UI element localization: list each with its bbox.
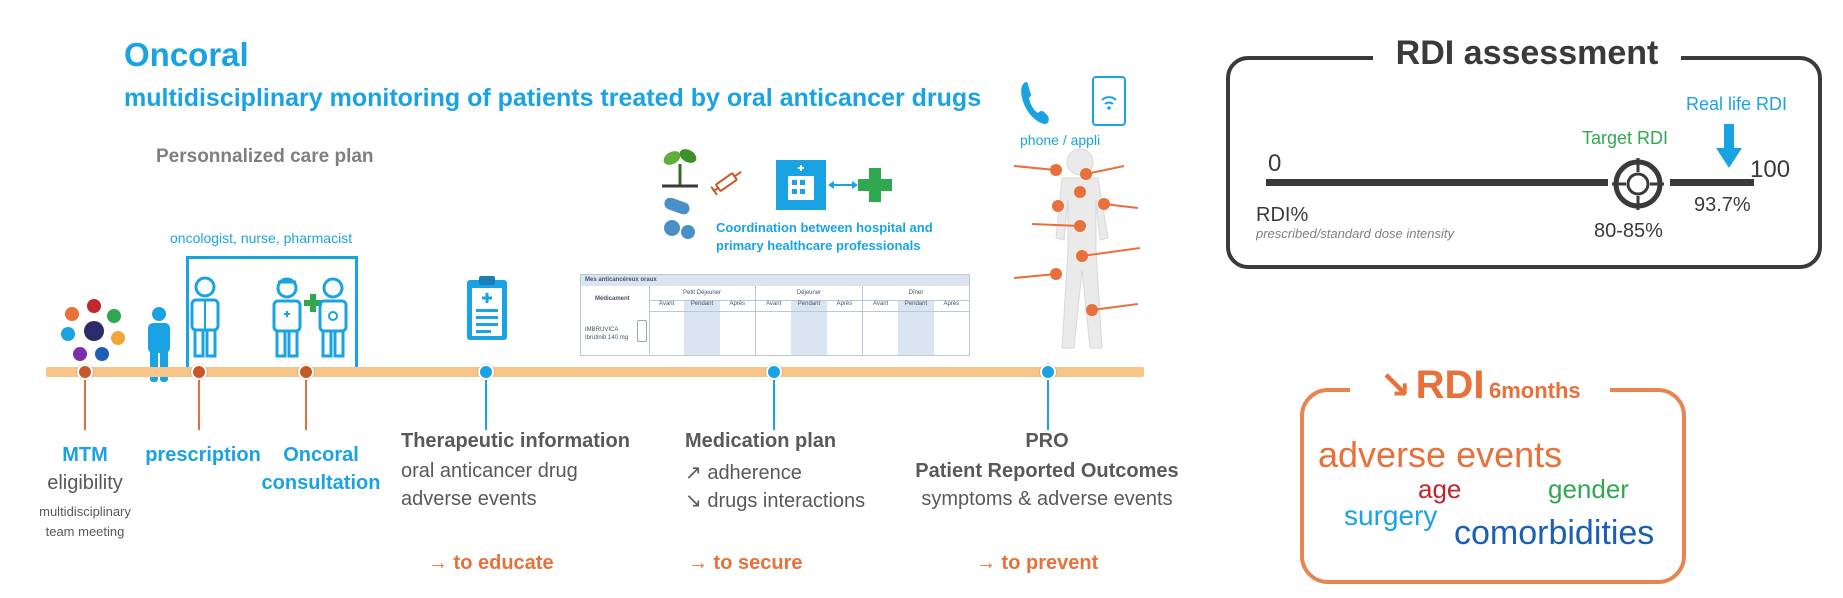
time-cell: Pendant: [684, 301, 720, 311]
time-cell: Avant: [659, 301, 675, 307]
stage-prescription-title: prescription: [145, 444, 261, 466]
coordination-label: Coordination between hospital and primar…: [716, 220, 933, 253]
time-cell: Avant: [873, 301, 889, 307]
stage-pro-title: PRO: [1025, 430, 1069, 452]
double-arrow-icon: [828, 181, 858, 189]
stage-pro-line1: symptoms & adverse events: [921, 488, 1173, 510]
med-table-title: Mes anticancéreux oraux: [581, 275, 969, 286]
rdi-assessment-title: RDI assessment: [1373, 34, 1681, 73]
target-rdi-label: Target RDI: [1582, 128, 1669, 148]
nurse-icon: [272, 277, 302, 358]
connector-pro: [1047, 380, 1049, 430]
rdi-6months-suffix: 6months: [1488, 378, 1581, 403]
timeline-bar: [46, 367, 1144, 377]
real-life-rdi-value: 93.7%: [1694, 194, 1751, 216]
care-plan-label: Personnalized care plan: [156, 146, 374, 167]
target-rdi-value: 80-85%: [1594, 220, 1663, 242]
timeline-dot-therapeutic: [478, 364, 494, 380]
goal-prevent: → to prevent: [976, 552, 1099, 574]
timeline-dot-medication: [766, 364, 782, 380]
stage-mtm-line3: team meeting: [45, 524, 125, 539]
stage-therapeutic-line1: oral anticancer drug: [401, 460, 578, 482]
factor-comorbidities: comorbidities: [1454, 514, 1655, 552]
time-cell: Pendant: [791, 301, 827, 311]
page-subtitle: multidisciplinary monitoring of patients…: [124, 84, 982, 112]
time-cell: Après: [720, 301, 756, 311]
meal-dinner: Dîner: [908, 290, 924, 296]
care-team-label: oncologist, nurse, pharmacist: [170, 230, 353, 246]
doctor-icon: [190, 276, 220, 358]
rdi-percent-label: RDI%: [1256, 204, 1309, 226]
rdi-6months-rdi: RDI: [1415, 363, 1485, 407]
time-cell: Pendant: [898, 301, 934, 311]
factor-surgery: surgery: [1344, 500, 1438, 531]
stage-consultation-line2: consultation: [261, 472, 381, 494]
tablet-icon: [1092, 76, 1126, 126]
phone-icon: [1021, 82, 1049, 125]
target-icon: [1612, 158, 1664, 210]
factor-age: age: [1418, 474, 1462, 504]
stage-mtm-title: MTM: [62, 444, 108, 466]
timeline-dot-pro: [1040, 364, 1056, 380]
connector-prescription: [198, 380, 200, 430]
pill-bottle-icon: [637, 320, 647, 342]
rdi-scale-min: 0: [1268, 150, 1282, 177]
stage-therapeutic-line2: adverse events: [401, 488, 537, 510]
stage-mtm-line2: multidisciplinary: [39, 504, 131, 519]
stage-medication-title: Medication plan: [685, 430, 837, 452]
stage-medication-line1: ↗ adherence: [685, 462, 802, 484]
rdi-description: prescribed/standard dose intensity: [1256, 226, 1455, 241]
connector-therapeutic: [485, 380, 487, 430]
stage-mtm-eligibility: eligibility: [47, 472, 123, 494]
rdi-scale-bar-left: [1266, 179, 1608, 186]
page-title: Oncoral: [124, 36, 249, 73]
rdi-scale-bar-right: [1670, 179, 1754, 186]
body-symptoms-icon: [1013, 148, 1141, 349]
phone-app-label: phone / appli: [1020, 132, 1101, 148]
goal-educate: → to educate: [428, 552, 554, 574]
real-life-rdi-label: Real life RDI: [1686, 94, 1788, 114]
goal-secure: → to secure: [688, 552, 803, 574]
stage-therapeutic-title: Therapeutic information: [401, 430, 630, 452]
time-cell: Après: [827, 301, 863, 311]
connector-mtm: [84, 380, 86, 430]
stage-consultation-line1: Oncoral: [283, 444, 359, 466]
medical-cross-icon: [858, 168, 892, 202]
med-drug: IMBRUVICA Ibrutinib 140 mg: [585, 327, 629, 341]
medication-table: Mes anticancéreux oraux Médicament IMBRU…: [580, 274, 970, 356]
clipboard-icon: [467, 276, 507, 340]
factor-adverse-events: adverse events: [1318, 434, 1563, 475]
syringe-icon: [710, 171, 742, 196]
factor-gender: gender: [1548, 474, 1629, 504]
rdi-decrease-arrow: ↘: [1379, 365, 1412, 407]
team-circle-icon: [61, 299, 125, 361]
rdi-6months-title: ↘ RDI 6months: [1350, 363, 1610, 408]
plant-icon: [662, 149, 698, 188]
stage-medication-line2: ↘ drugs interactions: [685, 490, 866, 512]
down-arrow-icon: [1716, 124, 1742, 168]
timeline-dot-mtm: [77, 364, 93, 380]
connector-consultation: [305, 380, 307, 430]
connector-medication: [773, 380, 775, 430]
med-header: Médicament: [595, 296, 630, 302]
pharmacist-icon: [318, 277, 348, 358]
timeline-dot-consultation: [298, 364, 314, 380]
hospital-icon: [776, 160, 826, 210]
time-cell: Avant: [766, 301, 782, 307]
meal-breakfast: Petit Déjeuner: [649, 286, 756, 300]
rdi-scale-max: 100: [1750, 156, 1791, 183]
stage-pro-subtitle: Patient Reported Outcomes: [915, 460, 1179, 482]
meal-lunch: Déjeuner: [756, 286, 863, 300]
time-cell: Après: [943, 301, 960, 307]
pharmacy-cross-icon: [304, 294, 322, 312]
timeline-dot-prescription: [191, 364, 207, 380]
pills-icon: [664, 198, 695, 239]
